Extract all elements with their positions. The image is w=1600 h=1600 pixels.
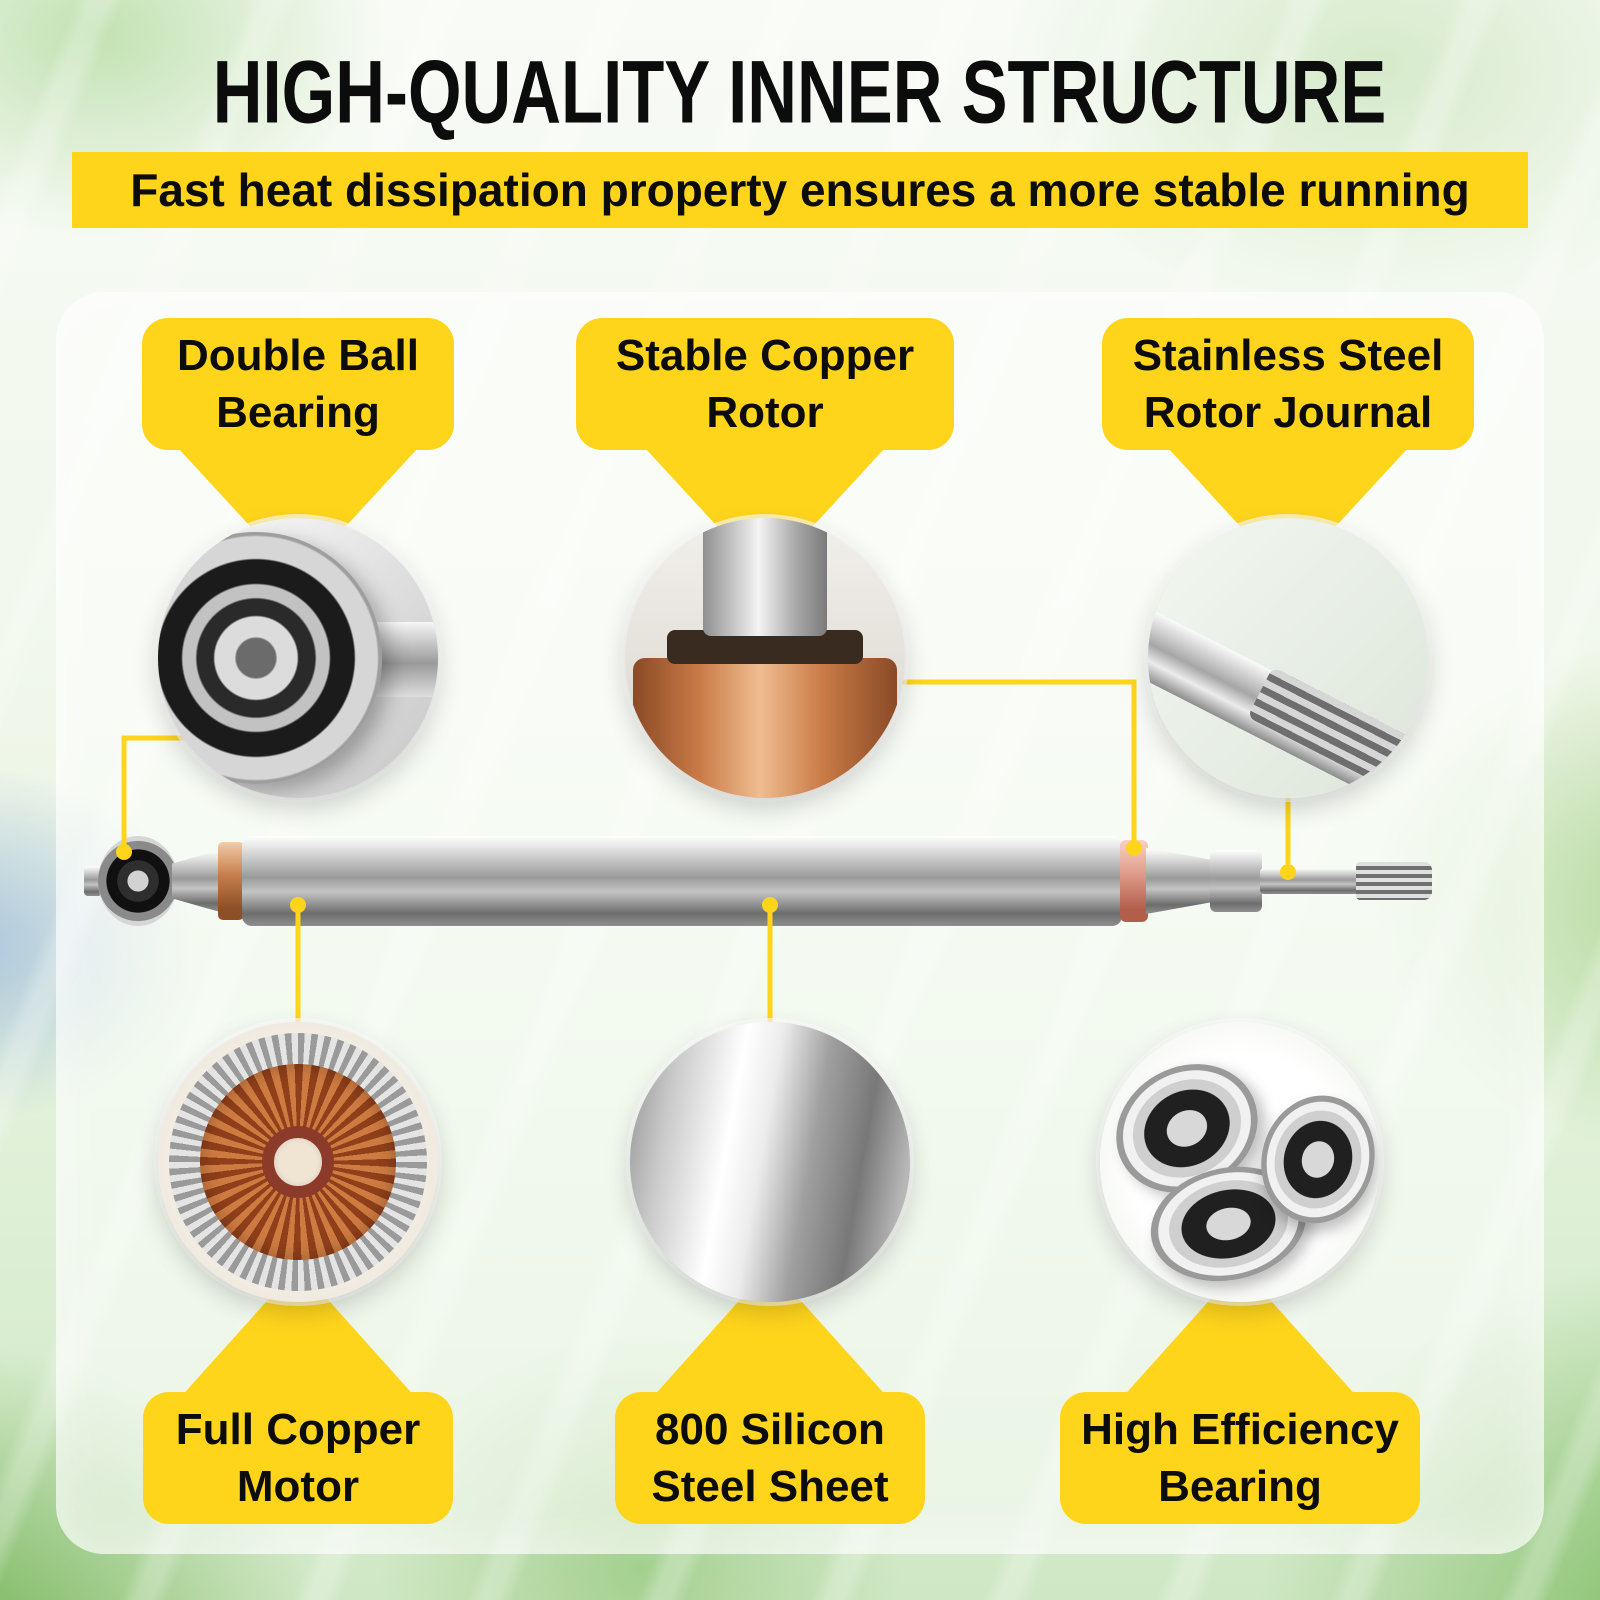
callout-label-high-efficiency-bearing: High Efficiency Bearing [1060,1392,1420,1524]
ball-bearing-rings [158,532,382,784]
copper-rotor-body [633,658,897,798]
page-title: HIGH-QUALITY INNER STRUCTURE [213,42,1387,142]
callout-label-full-copper-motor: Full Copper Motor [143,1392,453,1524]
subtitle-banner: Fast heat dissipation property ensures a… [72,152,1528,228]
shaft-main-cylinder [242,836,1122,926]
shaft-right-thin-section [1260,868,1362,894]
callout-label-stable-copper-rotor: Stable Copper Rotor [576,318,954,450]
copper-rotor-shaft [703,518,827,636]
callout-label-800-silicon-steel-sheet: 800 Silicon Steel Sheet [615,1392,925,1524]
shaft-left-ball-bearing [98,836,178,926]
photo-stainless-steel-rotor-journal [1148,518,1428,798]
shaft-right-copper-ring [1120,840,1148,922]
shaft-right-cone [1146,848,1212,914]
photo-full-copper-motor [158,1022,438,1302]
photo-double-ball-bearing [158,518,438,798]
callout-label-stainless-steel-rotor-journal: Stainless Steel Rotor Journal [1102,318,1474,450]
header: HIGH-QUALITY INNER STRUCTURE [0,42,1600,142]
copper-motor-bore [261,1125,335,1199]
photo-stable-copper-rotor [625,518,905,798]
photo-800-silicon-steel-sheet [630,1022,910,1302]
shaft-right-collar [1210,850,1262,912]
shaft-left-cone [172,850,220,912]
shaft-splined-journal-tip [1356,862,1432,900]
shaft-left-copper-ring [218,842,244,920]
shaft-left-stub [84,866,102,896]
silicon-steel-cylinder [630,1022,910,1302]
photo-high-efficiency-bearing [1100,1022,1380,1302]
callout-label-double-ball-bearing: Double Ball Bearing [142,318,454,450]
